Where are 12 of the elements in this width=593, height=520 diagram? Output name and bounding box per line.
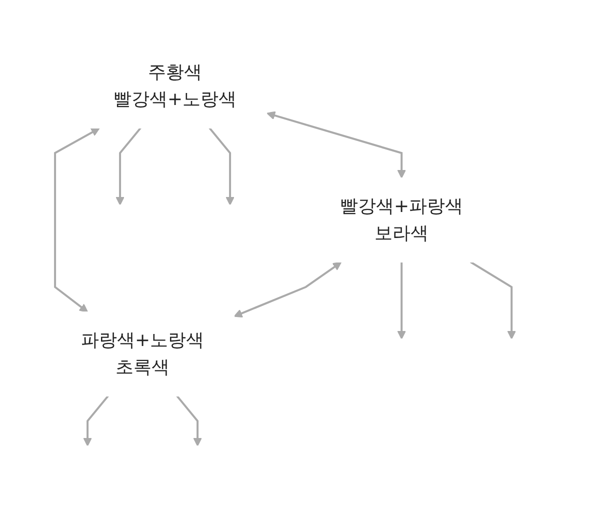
arrow — [470, 261, 516, 340]
node-text: 빨강색+파랑색 보라색 — [340, 196, 464, 244]
arrow — [234, 262, 342, 318]
node-text: 주황색 빨강색+노랑색 — [114, 62, 237, 110]
arrow — [266, 111, 406, 178]
arrow — [397, 262, 406, 340]
arrow — [176, 395, 202, 446]
arrow — [83, 395, 110, 446]
arrow — [116, 127, 142, 206]
arrow — [54, 128, 100, 312]
node-text: 파랑색+노랑색 초록색 — [81, 330, 204, 378]
arrow — [208, 127, 235, 206]
